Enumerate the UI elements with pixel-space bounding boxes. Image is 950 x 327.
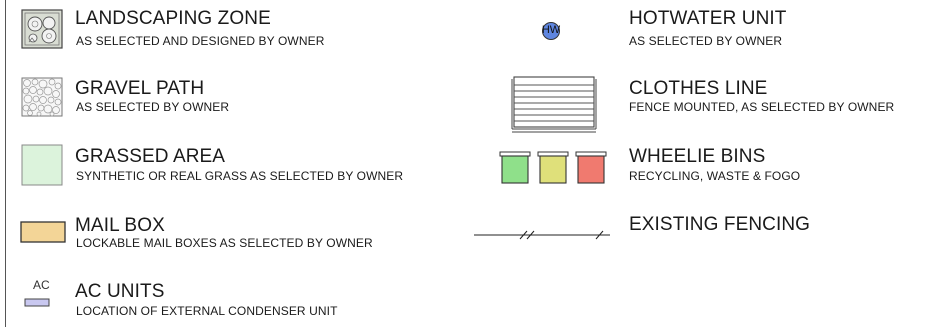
legend-title: WHEELIE BINS: [629, 146, 766, 167]
fogo-bin-icon: [575, 151, 607, 184]
legend-subtitle: LOCATION OF EXTERNAL CONDENSER UNIT: [76, 304, 338, 318]
legend-item-wheelie-bins: WHEELIE BINS RECYCLING, WASTE & FOGO: [470, 140, 950, 200]
grassed-area-icon: [21, 144, 63, 186]
hotwater-unit-label: HW: [541, 24, 561, 36]
legend-subtitle: AS SELECTED BY OWNER: [629, 34, 783, 48]
legend-title: GRASSED AREA: [75, 146, 226, 167]
legend-title: LANDSCAPING ZONE: [75, 8, 271, 29]
legend-title: MAIL BOX: [75, 215, 165, 236]
legend-item-existing-fencing: EXISTING FENCING: [470, 210, 950, 260]
legend-subtitle: RECYCLING, WASTE & FOGO: [629, 169, 801, 183]
legend-subtitle: AS SELECTED BY OWNER: [76, 100, 230, 114]
legend-item-gravel-path: GRAVEL PATH AS SELECTED BY OWNER: [0, 70, 470, 130]
legend-item-hotwater-unit: HW HOTWATER UNIT AS SELECTED BY OWNER: [470, 0, 950, 60]
hotwater-unit-icon: HW: [540, 20, 562, 42]
clothes-line-icon: [510, 73, 598, 135]
legend-item-grassed-area: GRASSED AREA SYNTHETIC OR REAL GRASS AS …: [0, 140, 470, 200]
legend-item-mail-box: MAIL BOX LOCKABLE MAIL BOXES AS SELECTED…: [0, 210, 470, 270]
legend-item-ac-units: AC AC UNITS LOCATION OF EXTERNAL CONDENS…: [0, 275, 470, 327]
legend-title: HOTWATER UNIT: [629, 8, 787, 29]
legend-border: [5, 0, 6, 327]
legend-item-landscaping-zone: LANDSCAPING ZONE AS SELECTED AND DESIGNE…: [0, 0, 470, 60]
legend-subtitle: LOCKABLE MAIL BOXES AS SELECTED BY OWNER: [76, 236, 373, 250]
legend-subtitle: SYNTHETIC OR REAL GRASS AS SELECTED BY O…: [76, 169, 404, 183]
ac-unit-label: AC: [33, 278, 50, 292]
recycling-bin-icon: [499, 151, 531, 184]
existing-fencing-icon: [470, 224, 616, 242]
legend-subtitle: FENCE MOUNTED, AS SELECTED BY OWNER: [629, 100, 895, 114]
legend-title: GRAVEL PATH: [75, 78, 205, 99]
waste-bin-icon: [537, 151, 569, 184]
landscaping-zone-icon: [21, 9, 63, 49]
legend-subtitle: AS SELECTED AND DESIGNED BY OWNER: [76, 34, 325, 48]
gravel-path-icon: [21, 77, 63, 117]
ac-unit-icon: AC: [24, 279, 50, 309]
legend-title: EXISTING FENCING: [629, 214, 811, 235]
legend-item-clothes-line: CLOTHES LINE FENCE MOUNTED, AS SELECTED …: [470, 70, 950, 140]
wheelie-bins-icon: [498, 150, 610, 186]
legend-title: AC UNITS: [75, 281, 165, 302]
mail-box-icon: [20, 221, 66, 243]
legend-title: CLOTHES LINE: [629, 78, 768, 99]
